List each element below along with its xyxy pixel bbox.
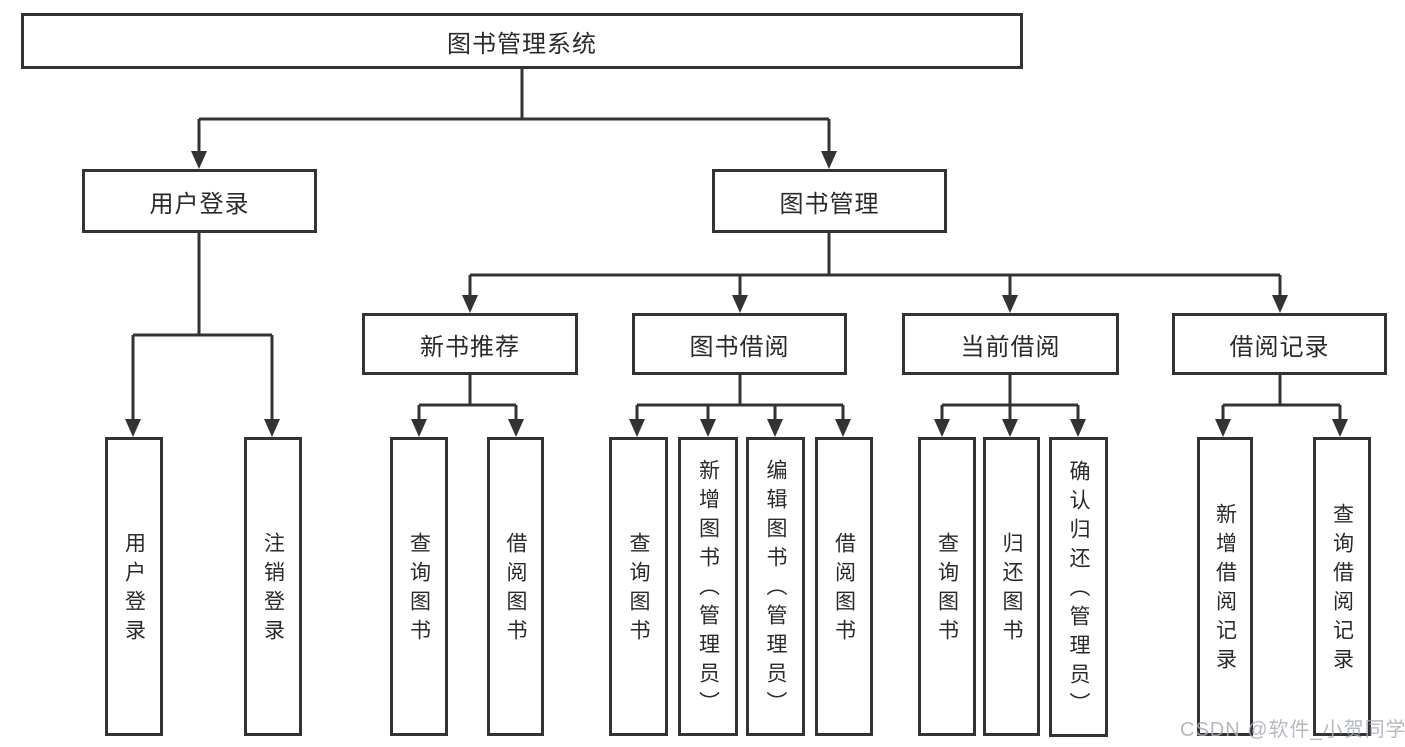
node-current-borrowing: 当前借阅: [902, 313, 1119, 375]
node-root: 图书管理系统: [21, 13, 1023, 69]
node-book-borrowing: 图书借阅: [632, 313, 847, 375]
leaf-logout: 注销登录: [244, 437, 302, 736]
leaf-add-book-admin: 新增图书（管理员）: [678, 437, 738, 736]
leaf-borrow-books-borrowing: 借阅图书: [815, 437, 873, 736]
leaf-add-borrow-record: 新增借阅记录: [1197, 437, 1253, 736]
watermark-text: CSDN @软件_小贺同学: [1180, 719, 1405, 741]
leaf-confirm-return-admin: 确认归还（管理员）: [1049, 437, 1108, 737]
node-borrowing-records: 借阅记录: [1172, 313, 1387, 375]
leaf-edit-book-admin: 编辑图书（管理员）: [746, 437, 805, 736]
leaf-user-login: 用户登录: [105, 437, 163, 736]
leaf-query-books-borrowing: 查询图书: [609, 437, 668, 736]
node-book-management: 图书管理: [712, 169, 947, 233]
leaf-return-books: 归还图书: [983, 437, 1040, 736]
leaf-borrow-books-recommend: 借阅图书: [487, 437, 544, 736]
node-new-book-recommend: 新书推荐: [362, 313, 578, 375]
leaf-query-books-current: 查询图书: [918, 437, 976, 736]
leaf-query-books-recommend: 查询图书: [390, 437, 448, 736]
node-user-login: 用户登录: [82, 169, 317, 233]
leaf-query-borrow-record: 查询借阅记录: [1313, 437, 1371, 736]
